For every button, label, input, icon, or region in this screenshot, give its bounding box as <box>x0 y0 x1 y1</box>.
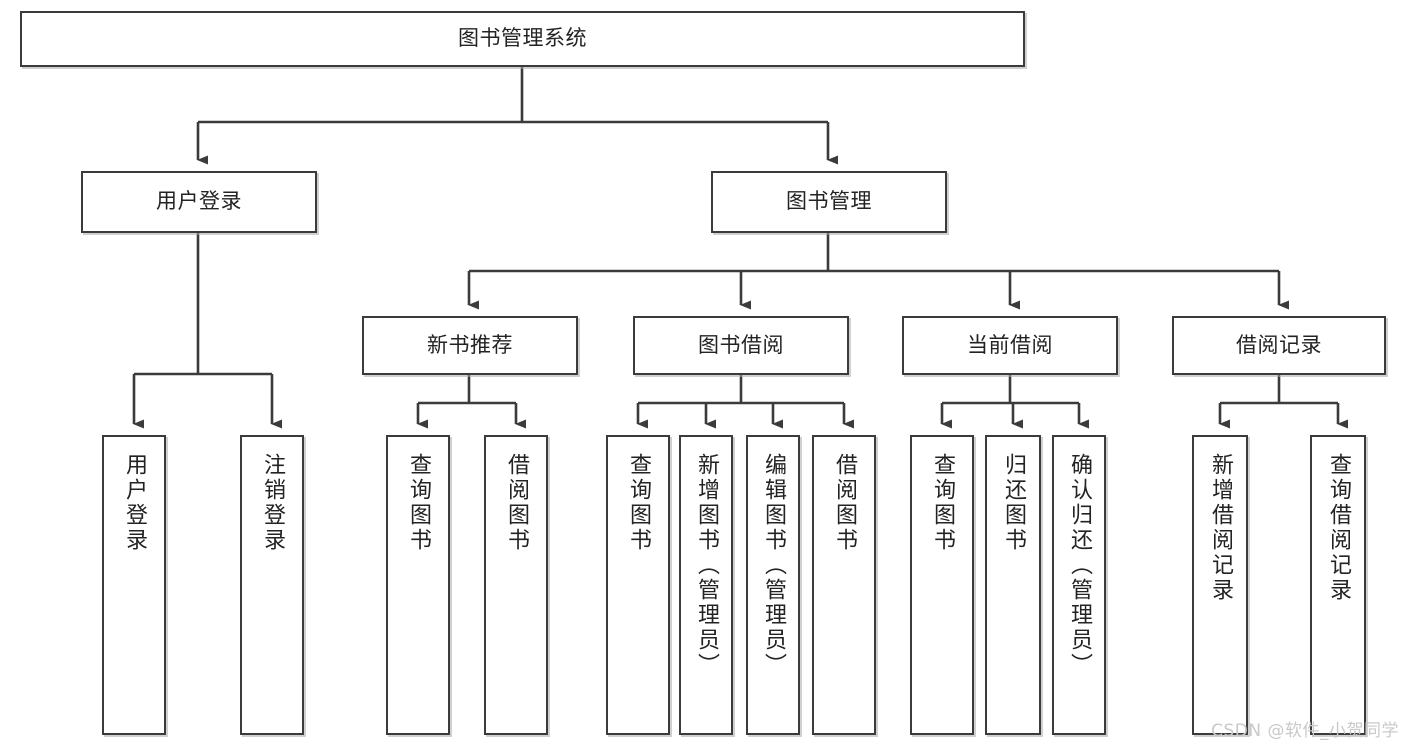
node-user-login-label: 用户登录 <box>156 189 242 214</box>
node-book-borrow[interactable]: 图书借阅 <box>633 316 849 375</box>
node-leaf-query-book-new-label: 查询图书 <box>406 453 431 553</box>
node-current-borrow-label: 当前借阅 <box>967 332 1053 357</box>
node-new-book-recommend-label: 新书推荐 <box>427 332 513 357</box>
node-leaf-borrow-book-borrow-label: 借阅图书 <box>832 453 857 553</box>
node-borrow-record-label: 借阅记录 <box>1236 332 1322 357</box>
node-leaf-confirm-return-admin[interactable]: 确认归还（管理员） <box>1052 435 1106 735</box>
node-leaf-query-borrow-record-label: 查询借阅记录 <box>1326 453 1351 603</box>
node-leaf-confirm-return-admin-label: 确认归还（管理员） <box>1067 453 1092 678</box>
node-leaf-query-book-current[interactable]: 查询图书 <box>910 435 974 735</box>
node-leaf-logout[interactable]: 注销登录 <box>240 435 304 735</box>
node-leaf-user-login[interactable]: 用户登录 <box>102 435 166 735</box>
node-leaf-add-book-admin[interactable]: 新增图书（管理员） <box>679 435 733 735</box>
node-leaf-query-book-borrow[interactable]: 查询图书 <box>606 435 670 735</box>
node-leaf-edit-book-admin[interactable]: 编辑图书（管理员） <box>746 435 800 735</box>
node-book-borrow-label: 图书借阅 <box>698 332 784 357</box>
node-leaf-edit-book-admin-label: 编辑图书（管理员） <box>761 453 786 678</box>
node-root[interactable]: 图书管理系统 <box>20 11 1025 67</box>
node-leaf-add-borrow-record[interactable]: 新增借阅记录 <box>1192 435 1248 735</box>
node-leaf-add-book-admin-label: 新增图书（管理员） <box>694 453 719 678</box>
node-new-book-recommend[interactable]: 新书推荐 <box>362 316 578 375</box>
node-leaf-query-borrow-record[interactable]: 查询借阅记录 <box>1310 435 1366 735</box>
node-leaf-return-book[interactable]: 归还图书 <box>985 435 1041 735</box>
node-current-borrow[interactable]: 当前借阅 <box>902 316 1118 375</box>
node-book-management[interactable]: 图书管理 <box>711 171 947 233</box>
node-leaf-query-book-new[interactable]: 查询图书 <box>386 435 450 735</box>
node-leaf-logout-label: 注销登录 <box>260 453 285 553</box>
node-user-login[interactable]: 用户登录 <box>81 171 317 233</box>
node-leaf-query-book-borrow-label: 查询图书 <box>626 453 651 553</box>
node-leaf-add-borrow-record-label: 新增借阅记录 <box>1208 453 1233 603</box>
node-leaf-borrow-book-borrow[interactable]: 借阅图书 <box>812 435 876 735</box>
node-borrow-record[interactable]: 借阅记录 <box>1172 316 1386 375</box>
node-leaf-query-book-current-label: 查询图书 <box>930 453 955 553</box>
node-leaf-borrow-book-new[interactable]: 借阅图书 <box>484 435 548 735</box>
node-book-management-label: 图书管理 <box>786 189 872 214</box>
node-leaf-return-book-label: 归还图书 <box>1001 453 1026 553</box>
node-leaf-borrow-book-new-label: 借阅图书 <box>504 453 529 553</box>
node-leaf-user-login-label: 用户登录 <box>122 453 147 553</box>
node-root-label: 图书管理系统 <box>458 26 587 51</box>
